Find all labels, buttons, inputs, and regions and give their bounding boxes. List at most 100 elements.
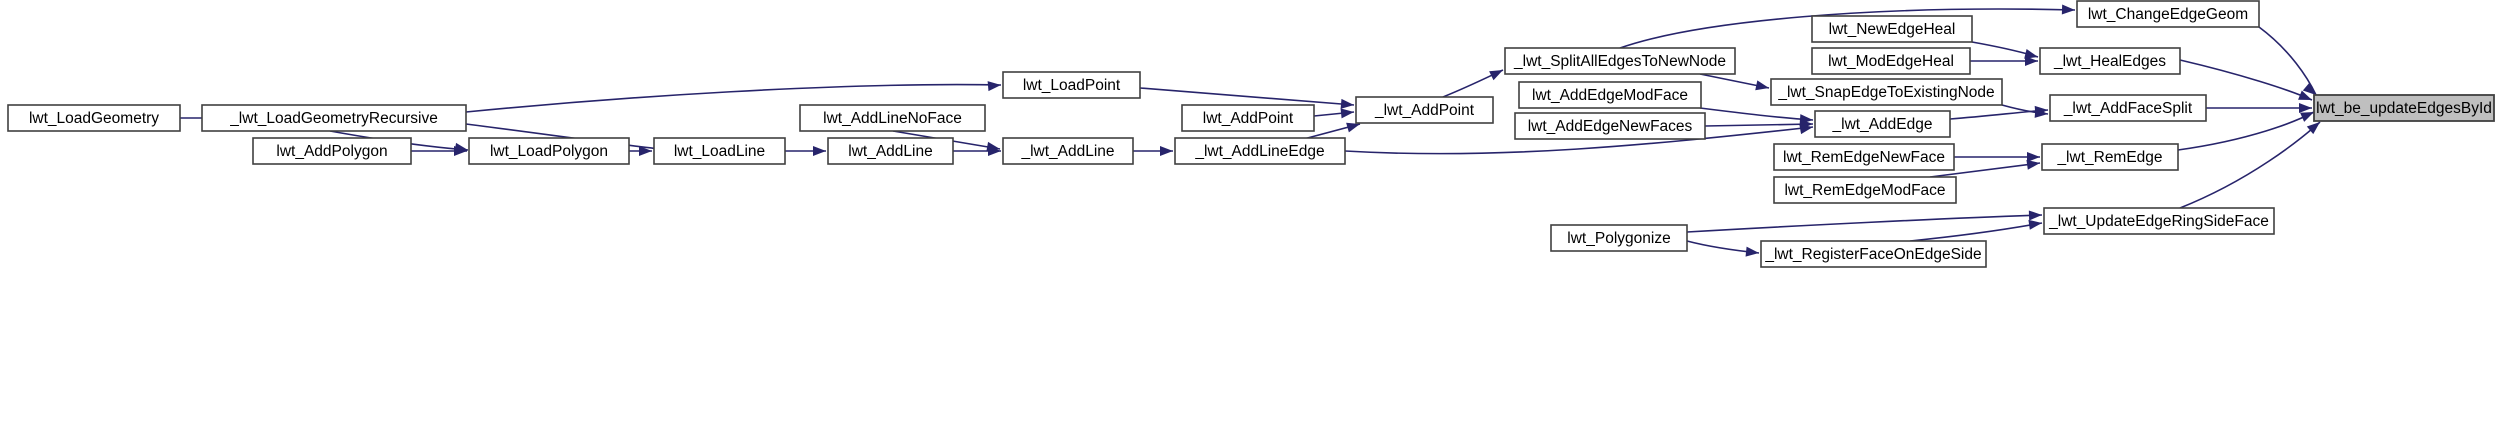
node-label: _lwt_AddPoint <box>1374 102 1475 119</box>
call-edge <box>2258 26 2317 96</box>
call-edge <box>1909 219 2043 242</box>
call-edge <box>2179 59 2313 101</box>
edge-arrowhead <box>454 146 467 156</box>
node-box[interactable] <box>2041 143 2179 171</box>
edge-line <box>1619 8 2076 49</box>
node-box[interactable] <box>1002 71 1141 99</box>
node-box[interactable] <box>201 104 467 132</box>
edge-line <box>1344 126 1814 155</box>
node-box[interactable] <box>252 137 412 165</box>
edge-arrowhead <box>1340 98 1354 109</box>
call-edge <box>1970 56 2038 66</box>
graph-node-_lwt_AddEdge[interactable]: _lwt_AddEdge <box>1814 110 1951 138</box>
edge-arrowhead <box>2025 56 2038 66</box>
node-box[interactable] <box>7 104 181 132</box>
node-box[interactable] <box>1550 224 1688 252</box>
call-edge <box>1699 107 1814 125</box>
edge-line <box>465 83 1002 113</box>
graph-node-lwt_RemEdgeNewFace[interactable]: lwt_RemEdgeNewFace <box>1773 143 1955 171</box>
graph-node-lwt_AddEdgeNewFaces[interactable]: lwt_AddEdgeNewFaces <box>1514 112 1706 140</box>
edge-arrowhead <box>2034 105 2048 116</box>
edge-arrowhead <box>2027 152 2040 162</box>
graph-node-lwt_AddPoint[interactable]: lwt_AddPoint <box>1181 104 1315 132</box>
call-edge <box>2206 103 2312 113</box>
graph-node-_lwt_AddLineEdge[interactable]: _lwt_AddLineEdge <box>1174 137 1346 165</box>
call-edge <box>1971 41 2039 59</box>
node-label: _lwt_RemEdge <box>2056 149 2162 166</box>
node-box[interactable] <box>1002 137 1134 165</box>
node-box[interactable] <box>1811 47 1971 75</box>
edge-line <box>1699 107 1814 121</box>
graph-node-_lwt_RegisterFaceOnEdgeSide[interactable]: _lwt_RegisterFaceOnEdgeSide <box>1760 240 1987 268</box>
node-label: lwt_AddPoint <box>1203 110 1294 127</box>
graph-node-lwt_LoadPolygon[interactable]: lwt_LoadPolygon <box>468 137 630 165</box>
graph-node-_lwt_RemEdge[interactable]: _lwt_RemEdge <box>2041 143 2179 171</box>
graph-node-_lwt_LoadGeometryRecursive[interactable]: _lwt_LoadGeometryRecursive <box>201 104 467 132</box>
graph-node-lwt_be_updateEdgesById[interactable]: lwt_be_updateEdgesById <box>2313 94 2495 122</box>
node-box-current[interactable] <box>2313 94 2495 122</box>
node-layer: lwt_LoadGeometry _lwt_LoadGeometryRecursi… <box>7 0 2495 268</box>
node-box[interactable] <box>1773 143 1955 171</box>
graph-node-lwt_AddPolygon[interactable]: lwt_AddPolygon <box>252 137 412 165</box>
edge-arrowhead <box>1755 80 1769 91</box>
graph-node-lwt_LoadLine[interactable]: lwt_LoadLine <box>653 137 786 165</box>
node-box[interactable] <box>827 137 954 165</box>
edge-arrowhead <box>2306 122 2320 135</box>
node-box[interactable] <box>1355 96 1494 124</box>
edge-arrowhead <box>1160 146 1173 156</box>
graph-node-lwt_AddLine[interactable]: lwt_AddLine <box>827 137 954 165</box>
node-box[interactable] <box>1514 112 1706 140</box>
node-box[interactable] <box>1174 137 1346 165</box>
graph-node-lwt_ChangeEdgeGeom[interactable]: lwt_ChangeEdgeGeom <box>2076 0 2260 28</box>
node-box[interactable] <box>1770 78 2003 106</box>
edge-arrowhead <box>2299 103 2312 113</box>
graph-node-_lwt_SnapEdgeToExistingNode[interactable]: _lwt_SnapEdgeToExistingNode <box>1770 78 2003 106</box>
graph-node-_lwt_AddFaceSplit[interactable]: _lwt_AddFaceSplit <box>2049 94 2207 122</box>
graph-node-lwt_NewEdgeHeal[interactable]: lwt_NewEdgeHeal <box>1811 15 1973 43</box>
node-label: lwt_LoadPoint <box>1023 77 1121 94</box>
graph-node-_lwt_AddPoint[interactable]: _lwt_AddPoint <box>1355 96 1494 124</box>
graph-node-lwt_AddLineNoFace[interactable]: lwt_AddLineNoFace <box>799 104 986 132</box>
node-label: lwt_AddLine <box>848 143 932 160</box>
edge-arrowhead <box>987 81 1001 92</box>
node-box[interactable] <box>1814 110 1951 138</box>
node-box[interactable] <box>1518 81 1702 109</box>
graph-node-lwt_LoadGeometry[interactable]: lwt_LoadGeometry <box>7 104 181 132</box>
node-box[interactable] <box>1811 15 1973 43</box>
call-edge <box>1949 105 2049 120</box>
node-box[interactable] <box>1773 176 1957 204</box>
node-label: lwt_be_updateEdgesById <box>2316 100 2492 117</box>
call-edge <box>1686 240 1760 257</box>
graph-node-_lwt_HealEdges[interactable]: _lwt_HealEdges <box>2039 47 2181 75</box>
graph-node-lwt_ModEdgeHeal[interactable]: lwt_ModEdgeHeal <box>1811 47 1971 75</box>
graph-node-_lwt_UpdateEdgeRingSideFace[interactable]: _lwt_UpdateEdgeRingSideFace <box>2043 207 2275 235</box>
graph-node-_lwt_AddLine[interactable]: _lwt_AddLine <box>1002 137 1134 165</box>
node-box[interactable] <box>653 137 786 165</box>
call-edge <box>1704 119 1814 130</box>
graph-node-lwt_LoadPoint[interactable]: lwt_LoadPoint <box>1002 71 1141 99</box>
call-edge <box>411 146 467 156</box>
edge-arrowhead <box>2061 4 2075 15</box>
node-box[interactable] <box>2049 94 2207 122</box>
graph-node-lwt_RemEdgeModFace[interactable]: lwt_RemEdgeModFace <box>1773 176 1957 204</box>
node-box[interactable] <box>468 137 630 165</box>
node-box[interactable] <box>2076 0 2260 28</box>
node-label: _lwt_SnapEdgeToExistingNode <box>1777 84 1994 101</box>
edge-arrowhead <box>1745 246 1759 257</box>
edge-arrowhead <box>1799 119 1813 130</box>
node-label: lwt_AddEdgeModFace <box>1532 87 1688 104</box>
graph-node-_lwt_SplitAllEdgesToNewNode[interactable]: _lwt_SplitAllEdgesToNewNode <box>1504 47 1736 75</box>
node-box[interactable] <box>1181 104 1315 132</box>
node-label: lwt_NewEdgeHeal <box>1829 21 1956 38</box>
node-box[interactable] <box>1504 47 1736 75</box>
call-edge <box>2179 121 2321 209</box>
node-box[interactable] <box>799 104 986 132</box>
node-box[interactable] <box>2039 47 2181 75</box>
edge-arrowhead <box>2298 90 2312 100</box>
edge-line <box>1949 109 2049 120</box>
graph-node-lwt_Polygonize[interactable]: lwt_Polygonize <box>1550 224 1688 252</box>
node-box[interactable] <box>2043 207 2275 235</box>
edge-line <box>1686 214 2043 233</box>
graph-node-lwt_AddEdgeModFace[interactable]: lwt_AddEdgeModFace <box>1518 81 1702 109</box>
node-box[interactable] <box>1760 240 1987 268</box>
